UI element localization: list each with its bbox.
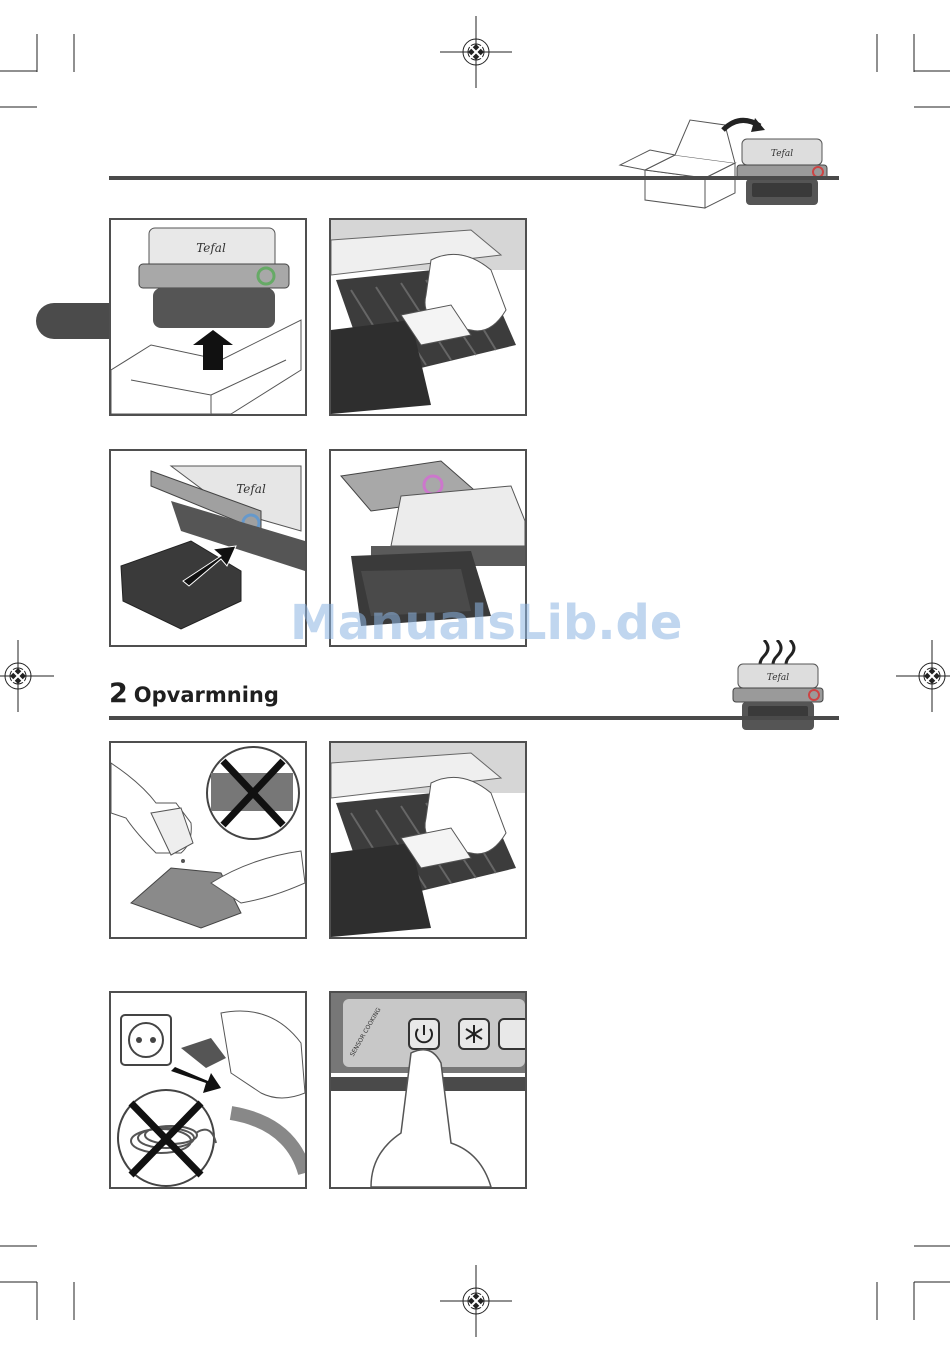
burger-button[interactable] [499,1019,525,1049]
section-title: Opvarmning [134,683,279,707]
registration-mark-icon [440,1265,512,1337]
brand-logo: Tefal [767,673,789,683]
section-number: 2 [109,678,128,709]
brand-logo: Tefal [196,241,226,255]
section-2-rule [109,716,839,720]
section-heading: 2 Opvarmning [109,678,279,714]
brand-logo: Tefal [771,149,793,159]
step-wipe-plates-panel [329,218,527,416]
registration-mark-icon [440,16,512,88]
registration-mark-icon [0,640,54,712]
step-oil-plates-panel [329,741,527,939]
section-1-rule [109,176,839,180]
step-plug-in-panel [109,991,307,1189]
step-oil-cloth-panel [109,741,307,939]
brand-logo: Tefal [236,482,266,496]
step-power-on-panel: SENSOR COOKING [329,991,527,1189]
grill-icon: Tefal [728,662,828,738]
step-unpack-panel: Tefal [109,218,307,416]
grill-icon: Tefal [732,135,832,215]
watermark: ManualsLib.de [290,595,682,651]
step-insert-tray-panel: Tefal [109,449,307,647]
registration-mark-icon [896,640,950,712]
section-tab [36,303,112,339]
